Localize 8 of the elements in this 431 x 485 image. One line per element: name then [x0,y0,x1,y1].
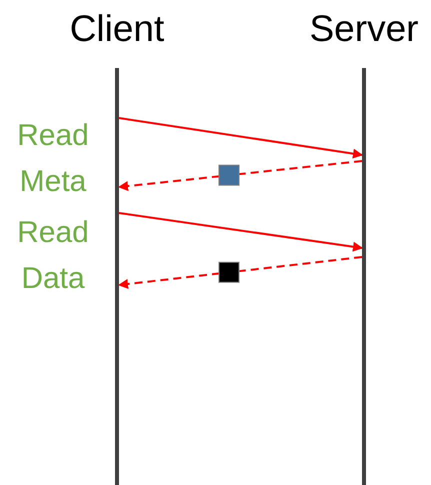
message-arrow [118,160,362,192]
step-label: Read Meta [16,118,90,200]
step-label: Read Data [16,215,90,297]
message-arrow [118,256,362,289]
message-arrow [118,212,363,252]
message-arrow [118,117,363,159]
participant-label: Client [68,8,166,50]
participant-label: Server [308,8,420,50]
